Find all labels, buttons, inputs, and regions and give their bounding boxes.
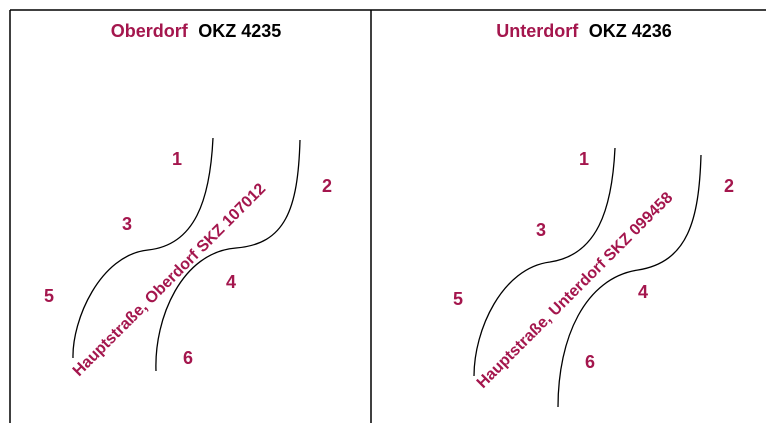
plot-number: 2 <box>724 176 734 196</box>
village-code: OKZ 4236 <box>589 21 672 41</box>
plot-number: 4 <box>226 272 236 292</box>
village-name: Oberdorf <box>111 21 189 41</box>
plot-number: 1 <box>579 149 589 169</box>
plot-number: 6 <box>585 352 595 372</box>
panel-title: Oberdorf OKZ 4235 <box>111 21 282 41</box>
panel-title: Unterdorf OKZ 4236 <box>496 21 672 41</box>
plot-number: 1 <box>172 149 182 169</box>
plot-number: 5 <box>453 289 463 309</box>
street-edge-right <box>557 154 702 408</box>
street-edge-right <box>155 139 301 372</box>
street-edge-left <box>72 137 214 359</box>
plot-number: 5 <box>44 286 54 306</box>
plot-number: 4 <box>638 282 648 302</box>
plot-number: 6 <box>183 348 193 368</box>
panel-oberdorf: Oberdorf OKZ 4235 Hauptstraße, Oberdorf … <box>44 21 332 380</box>
street-edge-left <box>473 147 616 377</box>
village-code: OKZ 4235 <box>198 21 281 41</box>
panel-unterdorf: Unterdorf OKZ 4236 Hauptstraße, Unterdor… <box>453 21 734 408</box>
village-name: Unterdorf <box>496 21 579 41</box>
plot-number: 2 <box>322 176 332 196</box>
plot-number: 3 <box>536 220 546 240</box>
plot-number: 3 <box>122 214 132 234</box>
